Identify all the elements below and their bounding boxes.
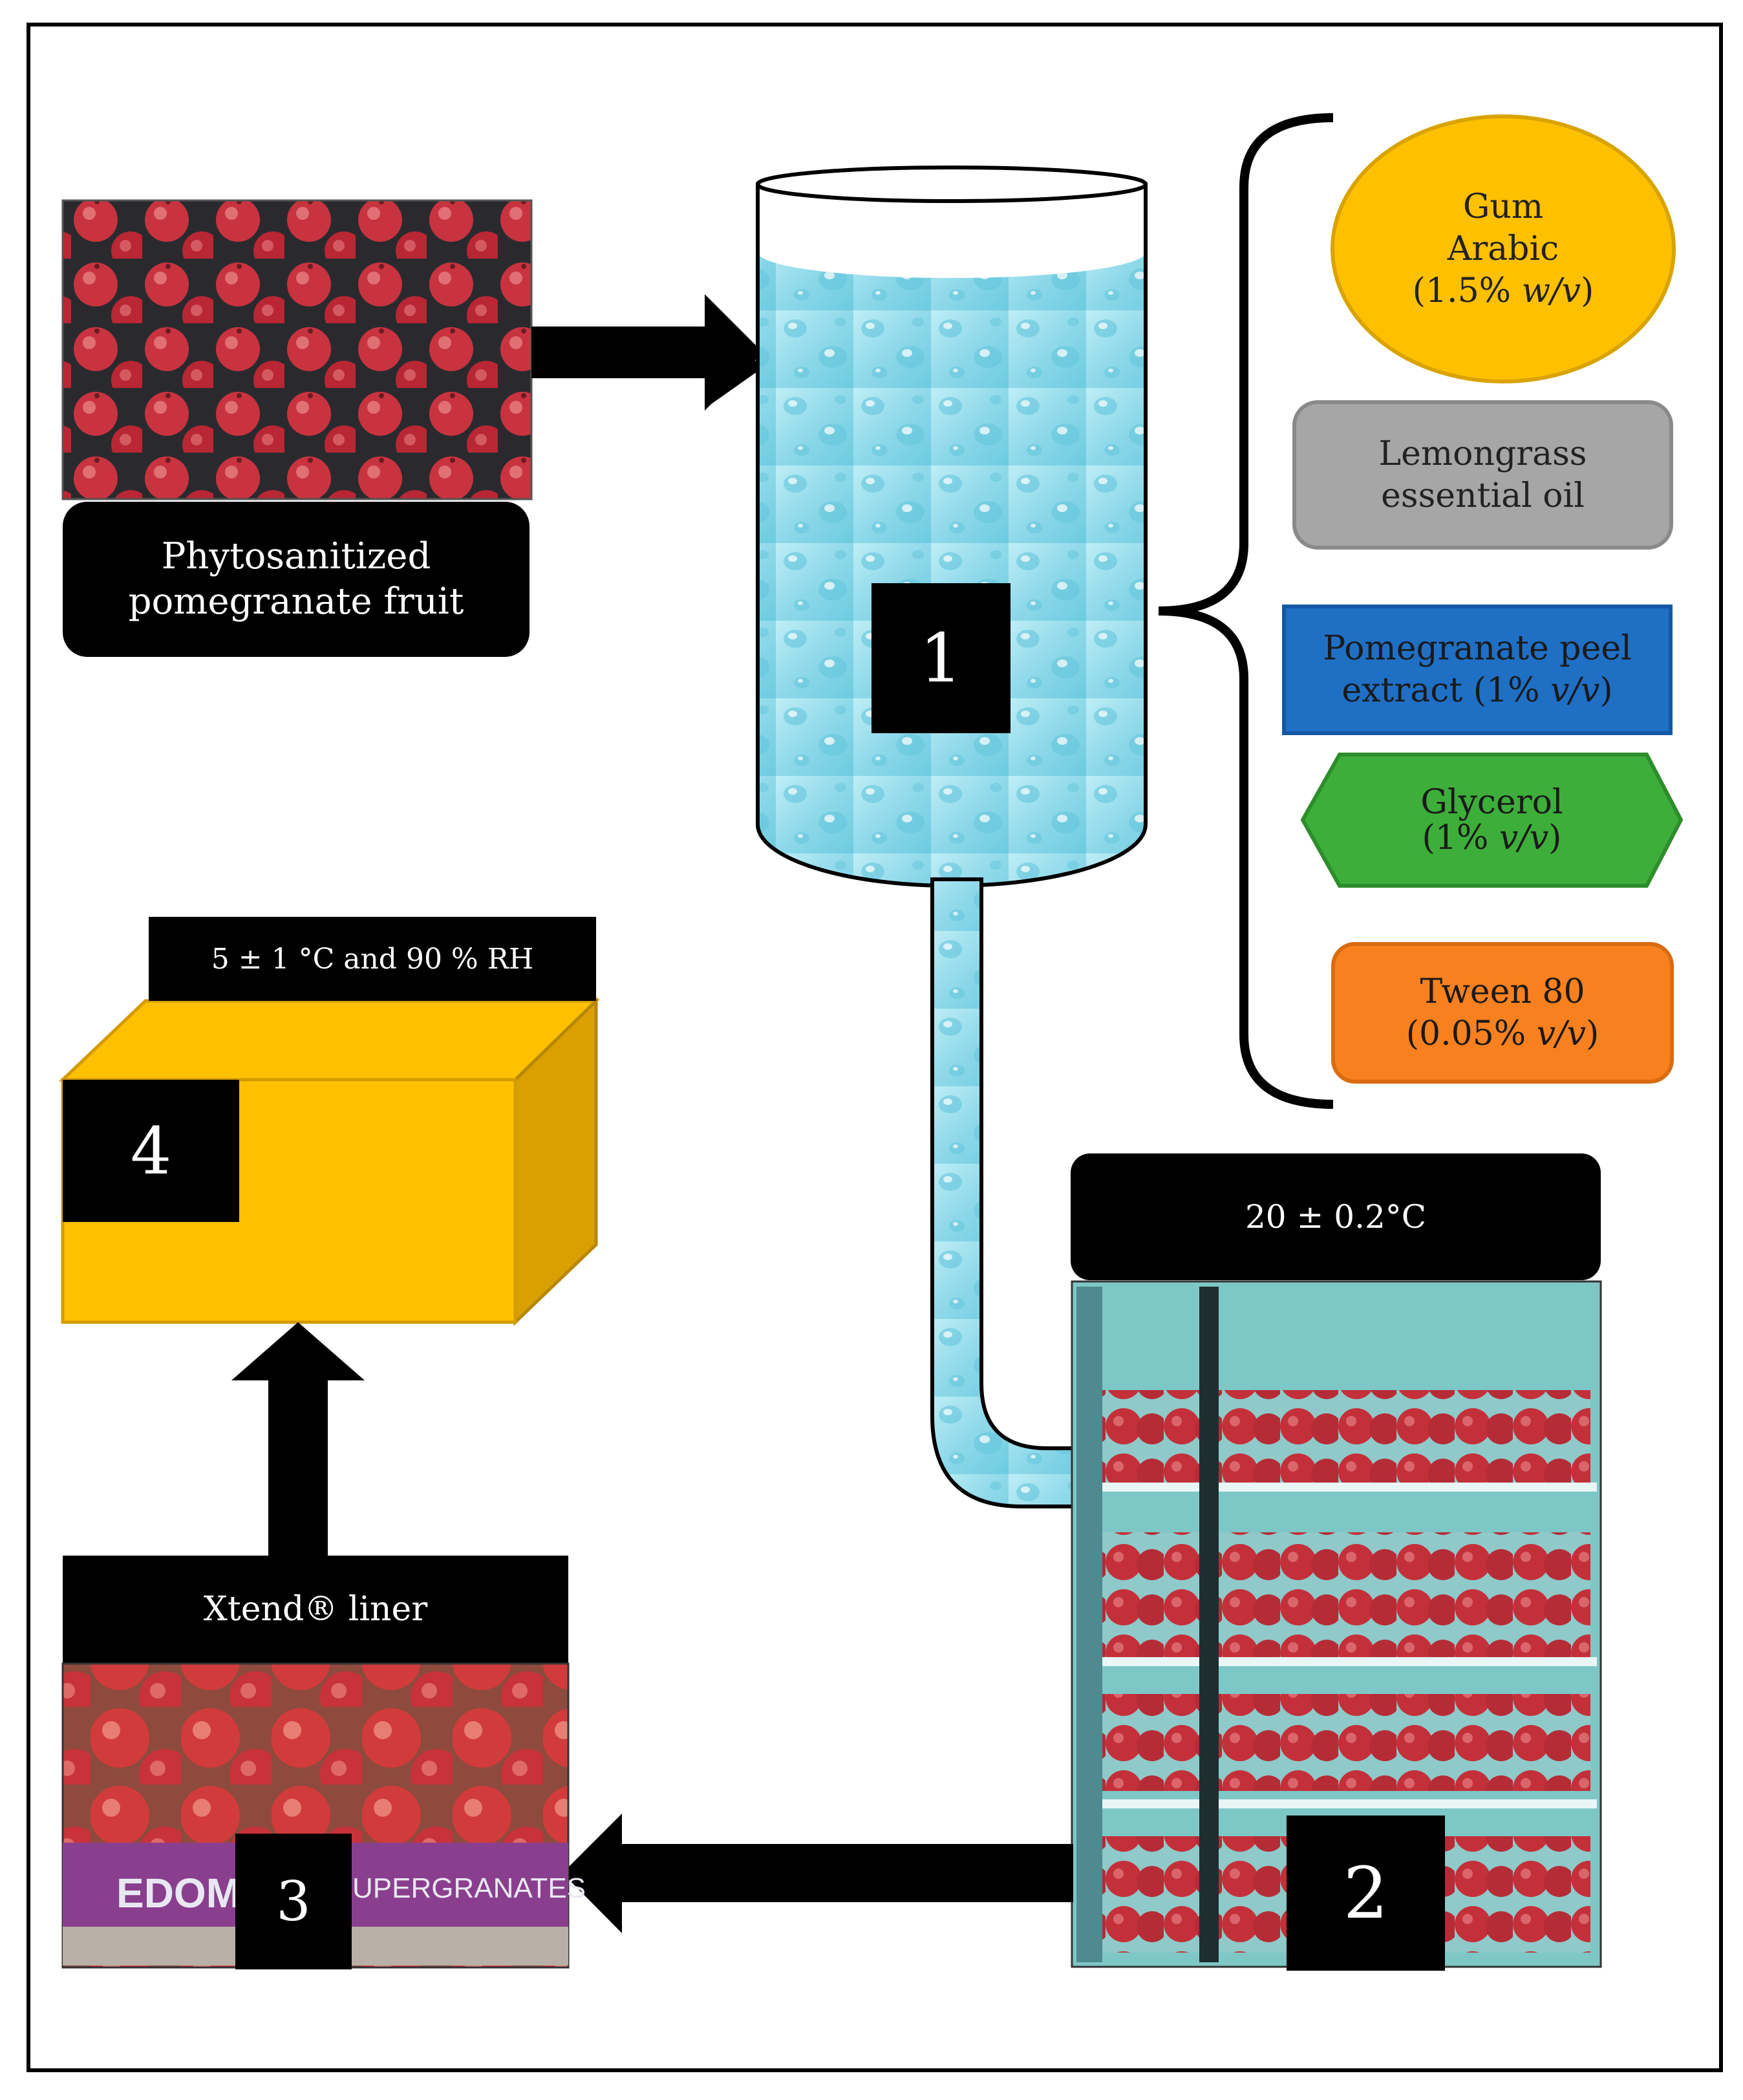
fruit-photo <box>61 199 533 500</box>
peel-extract-amount: extract (1% v/v) <box>1342 670 1612 712</box>
gum-arabic-line-1: Gum <box>1462 187 1544 226</box>
fruit-label-box <box>63 502 529 657</box>
glycerol-line-1: Glycerol <box>1420 782 1563 822</box>
tween-label: Tween 80 (0.05% v/v) <box>1333 944 1672 1082</box>
glycerol-amount-unit: v/v <box>1499 818 1549 857</box>
gum-arabic-amount-value: (1.5% <box>1412 271 1522 310</box>
gum-arabic-amount: (1.5% w/v) <box>1413 270 1594 312</box>
tween-amount-value: (0.05% <box>1406 1014 1537 1053</box>
tank-top-rim <box>756 166 1148 203</box>
fruit-label-line-1: Phytosanitized <box>161 535 431 577</box>
glycerol-amount-value: (1% <box>1422 818 1499 857</box>
arrow-to-liner-shaft <box>621 1844 1073 1902</box>
tween-amount-end: ) <box>1586 1014 1599 1053</box>
arrow-to-storage-shaft <box>268 1377 328 1565</box>
glycerol-label: Glycerol (1% v/v) <box>1303 755 1681 886</box>
step-1-badge: 1 <box>872 583 1011 733</box>
liner-label: Xtend® liner <box>203 1590 428 1629</box>
fruit-label: Phytosanitized pomegranate fruit <box>63 502 529 657</box>
storage-label: 5 ± 1 °C and 90 % RH <box>211 942 534 976</box>
incubation-label: 20 ± 0.2°C <box>1245 1197 1427 1236</box>
lemongrass-label: Lemongrass essential oil <box>1294 402 1671 548</box>
lemongrass-line-1: Lemongrass <box>1378 434 1587 473</box>
arrow-to-liner-head <box>562 1814 622 1933</box>
peel-extract-amount-end: ) <box>1599 671 1613 710</box>
glycerol-amount: (1% v/v) <box>1422 820 1562 856</box>
glycerol-hexagon <box>1300 753 1684 888</box>
step-4-badge: 4 <box>63 1080 239 1222</box>
peel-extract-label: Pomegranate peel extract (1% v/v) <box>1284 606 1671 733</box>
peel-extract-box <box>1282 605 1673 735</box>
storage-box-top <box>58 999 601 1082</box>
tween-amount: (0.05% v/v) <box>1406 1013 1599 1055</box>
liner-label-box <box>63 1556 568 1664</box>
incubation-label-box <box>1071 1153 1601 1280</box>
gum-arabic-amount-unit: w/v <box>1521 271 1581 310</box>
box-product-text: UPERGRANATES <box>352 1872 586 1904</box>
step-2-badge: 2 <box>1287 1816 1445 1971</box>
step-3-badge: 3 <box>235 1834 352 1969</box>
tween-line-1: Tween 80 <box>1420 972 1585 1011</box>
arrow-to-tank-head <box>705 294 763 411</box>
lemongrass-line-2: essential oil <box>1381 476 1585 515</box>
peel-extract-line-1: Pomegranate peel <box>1323 629 1632 668</box>
storage-label-box <box>149 917 596 1001</box>
peel-extract-amount-unit: v/v <box>1550 671 1600 710</box>
box-brand-text: EDOM <box>116 1870 241 1916</box>
glycerol-amount-end: ) <box>1548 818 1562 857</box>
gum-arabic-line-2: Arabic <box>1447 229 1559 268</box>
arrow-to-storage-head <box>231 1322 365 1380</box>
peel-extract-amount-value: extract (1% <box>1342 671 1551 710</box>
lemongrass-box <box>1292 400 1673 550</box>
fruit-label-line-2: pomegranate fruit <box>128 581 464 623</box>
coating-tank <box>756 182 1148 888</box>
tween-amount-unit: v/v <box>1536 1014 1586 1053</box>
gum-arabic-amount-end: ) <box>1581 271 1594 310</box>
tween-box <box>1331 942 1674 1084</box>
gum-arabic-oval <box>1331 114 1676 383</box>
gum-arabic-label: Gum Arabic (1.5% w/v) <box>1338 129 1668 369</box>
